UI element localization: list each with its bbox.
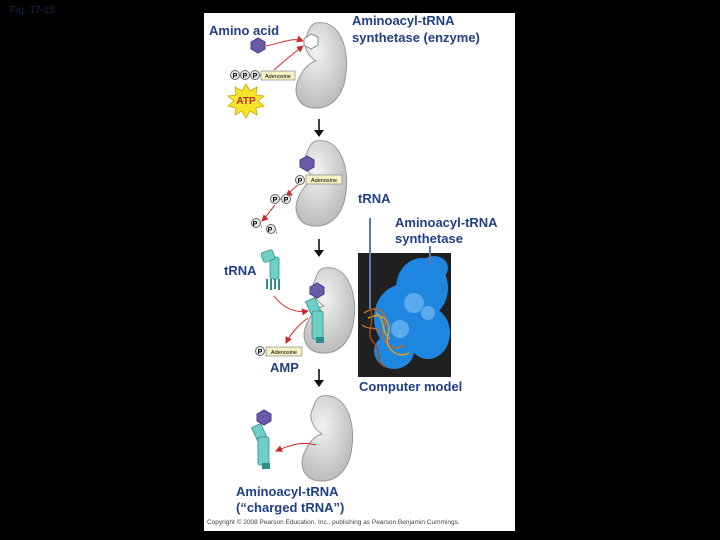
phosphate-step2 [295,175,305,185]
synthetase-model-label-line1: Aminoacyl-tRNA [395,215,498,230]
figure-panel: P P P Adenosine ATP P Adenosine P [204,13,515,531]
atp-phosphates-step1: P P P [230,70,261,80]
trna-step3-free [260,249,280,290]
step-arrow-1 [314,130,324,137]
svg-text:i: i [261,224,262,229]
charged-trna-label-line1: Aminoacyl-tRNA [236,484,339,499]
svg-text:i: i [276,230,277,235]
amino-acid-label: Amino acid [209,23,280,38]
svg-text:P: P [243,73,248,80]
trna-entry-arrow [273,295,309,316]
enzyme-step4 [301,395,354,482]
synthetase-model [374,256,450,369]
amino-acid-step1 [250,37,266,54]
reaction-arrow-amino [265,35,304,47]
svg-text:P: P [258,349,263,356]
trna-model-label: tRNA [358,191,391,206]
adenosine-box-step2 [305,174,343,185]
svg-text:P: P [268,227,273,234]
enzyme-label-line1: Aminoacyl-tRNA [352,13,455,28]
release-arrow-step4 [275,442,317,452]
amino-acid-step3 [309,282,325,299]
charged-trna [250,409,272,469]
amp-label: AMP [270,360,299,375]
svg-text:P: P [233,73,238,80]
active-site-step1 [303,33,319,50]
svg-text:P: P [273,197,278,204]
adenosine-label-step1: Adenosine [265,74,291,80]
atp-label: ATP [236,96,256,107]
trna-model [361,307,410,368]
synthetase-model-label-line2: synthetase [395,231,463,246]
step-arrow-3 [314,380,324,387]
trna-step3-bound [304,297,324,343]
reaction-arrow-atp [273,45,304,71]
charged-trna-label-line2: (“charged tRNA”) [236,500,345,515]
step-arrow-2 [314,250,324,257]
trna-label-left: tRNA [224,263,257,278]
svg-text:P: P [298,178,303,185]
figure-label: Fig. 17-15 [10,5,56,16]
enzyme-step1 [295,22,348,109]
svg-text:Adenosine: Adenosine [311,178,337,184]
copyright-notice: Copyright © 2008 Pearson Education, Inc.… [207,519,460,526]
amino-acid-step2 [299,155,315,172]
hydrolysis-arrow [261,204,276,222]
inorganic-phosphates: P i P i [251,218,277,235]
svg-text:P: P [253,221,258,228]
svg-text:P: P [284,197,289,204]
atp-starburst [227,83,265,119]
svg-text:Adenosine: Adenosine [271,350,297,356]
enzyme-label-line2: synthetase (enzyme) [352,30,480,45]
computer-model-label: Computer model [359,379,463,394]
adenosine-box-step1 [260,70,296,81]
amp-release-arrow [285,317,309,344]
adenosine-box-amp [265,346,303,357]
diagram-canvas: P P P Adenosine ATP P Adenosine P [227,22,451,482]
pyrophosphate-step2: P P [270,194,291,204]
svg-text:P: P [253,73,258,80]
phosphate-amp [255,346,265,356]
